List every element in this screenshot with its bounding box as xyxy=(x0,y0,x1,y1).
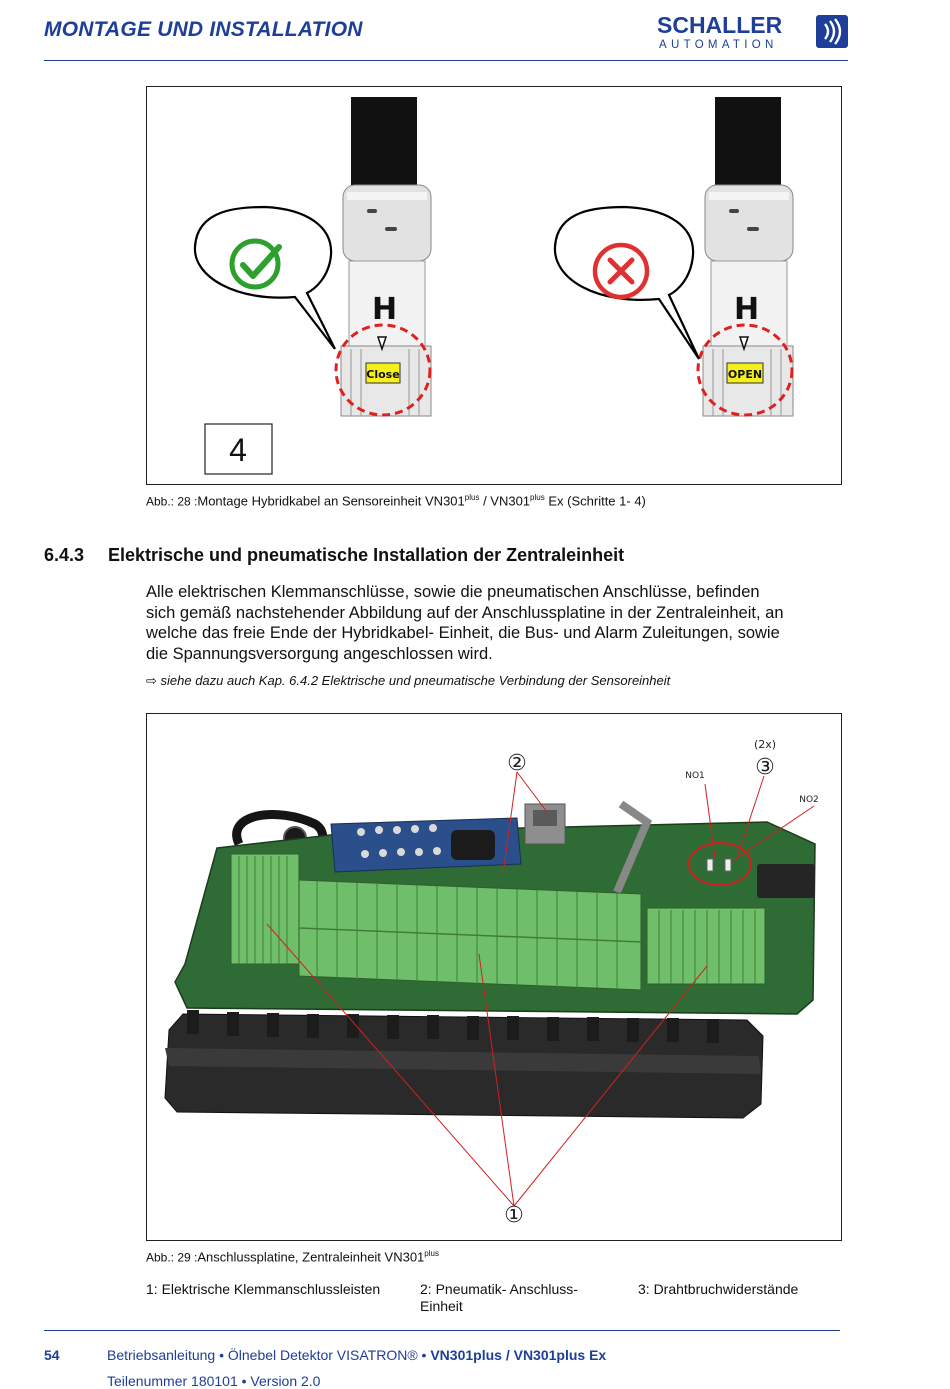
footer-prefix: Betriebsanleitung • Ölnebel Detektor VIS… xyxy=(107,1347,431,1363)
chapter-reference-link[interactable]: ⇨ siehe dazu auch Kap. 6.4.2 Elektrische… xyxy=(146,673,671,688)
highlight-circle-left-icon xyxy=(334,323,432,417)
connector-open: H OPEN xyxy=(696,97,794,417)
figure-29-illustration: ② (2x) ③ NO1 NO2 ① xyxy=(164,738,819,1228)
footer-line-2: Teilenummer 180101 • Version 2.0 xyxy=(107,1373,321,1389)
caption-28-sup-b: plus xyxy=(530,493,545,502)
section-title: Elektrische und pneumatische Installatio… xyxy=(108,545,625,565)
caption-28-sup-a: plus xyxy=(464,493,480,502)
step-box xyxy=(204,423,273,475)
figure-29-caption: Abb.: 29 :Anschlussplatine, Zentraleinhe… xyxy=(146,1249,439,1264)
label-no2: NO2 xyxy=(799,795,819,805)
legend-item-2: 2: Pneumatik- Anschluss- Einheit xyxy=(420,1281,578,1315)
callout-2: ② xyxy=(507,751,527,776)
callout-3-count: (2x) xyxy=(754,738,776,751)
section-number: 6.4.3 xyxy=(44,545,85,565)
logo-badge-icon xyxy=(816,15,848,48)
marker-arrow-left-icon xyxy=(376,336,388,352)
caption-28-label: Abb.: 28 : xyxy=(146,494,198,509)
step-number: 4 xyxy=(229,432,247,468)
section-paragraph: Alle elektrischen Klemmanschlüsse, sowie… xyxy=(146,582,846,664)
figure-28-caption: Abb.: 28 :Montage Hybridkabel an Sensore… xyxy=(146,493,646,508)
caption-29-text: Anschlussplatine, Zentraleinheit VN301 xyxy=(197,1249,425,1265)
legend-item-2-line2: Einheit xyxy=(420,1298,463,1314)
footer-product-b: VN301plus Ex xyxy=(513,1347,607,1363)
footer-divider xyxy=(44,1330,840,1331)
callout-1: ① xyxy=(504,1203,524,1228)
terminal-strip-middle xyxy=(298,879,642,991)
label-no1: NO1 xyxy=(685,771,705,781)
marker-arrow-right-icon xyxy=(738,336,750,352)
terminal-strip-right xyxy=(646,907,766,985)
logo-word: SCHALLER xyxy=(657,12,783,38)
terminal-strip-left xyxy=(230,853,300,965)
caption-28-text-a: Montage Hybridkabel an Sensoreinheit VN3… xyxy=(197,493,465,509)
marker-h-right: H xyxy=(734,292,759,327)
page-header-title: MONTAGE UND INSTALLATION xyxy=(44,18,363,41)
legend-item-1: 1: Elektrische Klemmanschlussleisten xyxy=(146,1281,381,1297)
footer-sep: / xyxy=(501,1347,514,1363)
paragraph-line: welche das freie Ende der Hybridkabel- E… xyxy=(146,624,780,642)
figure-28-illustration: H Close H OPEN xyxy=(193,97,794,475)
check-circle-icon xyxy=(229,238,281,290)
figure-28-frame: H Close H OPEN xyxy=(146,86,842,485)
page-number: 54 xyxy=(44,1347,60,1363)
speech-bubble-ok xyxy=(193,205,336,350)
paragraph-line: Alle elektrischen Klemmanschlüsse, sowie… xyxy=(146,583,760,601)
footer-line-1: Betriebsanleitung • Ölnebel Detektor VIS… xyxy=(107,1347,606,1363)
caption-29-label: Abb.: 29 : xyxy=(146,1250,198,1265)
legend-item-3: 3: Drahtbruchwiderstände xyxy=(638,1281,799,1297)
label-close: Close xyxy=(366,368,399,381)
highlight-circle-right-icon xyxy=(696,323,794,417)
cross-icon xyxy=(607,257,635,285)
callout-leader-lines xyxy=(266,771,815,1207)
error-circle-icon xyxy=(592,242,650,300)
header-divider xyxy=(44,60,848,61)
paragraph-line: die Spannungsversorgung angeschlossen wi… xyxy=(146,644,493,663)
paragraph-line: sich gemäß nachstehender Abbildung auf d… xyxy=(146,603,784,622)
figure-29-frame: ② (2x) ③ NO1 NO2 ① xyxy=(146,713,842,1241)
callout-3: ③ xyxy=(755,755,775,780)
schaller-logo: SCHALLER AUTOMATION xyxy=(657,12,848,51)
marker-h-left: H xyxy=(372,292,397,327)
logo-sub: AUTOMATION xyxy=(659,39,778,51)
caption-28-text-b: / VN301 xyxy=(479,493,531,509)
check-icon xyxy=(240,244,282,279)
connector-closed: H Close xyxy=(334,97,432,417)
caption-28-text-c: Ex (Schritte 1- 4) xyxy=(544,493,646,509)
legend-item-2-line1: 2: Pneumatik- Anschluss- xyxy=(420,1281,578,1297)
footer-product-a: VN301plus xyxy=(430,1347,502,1363)
label-open: OPEN xyxy=(728,368,762,381)
caption-29-sup: plus xyxy=(424,1249,439,1258)
speech-bubble-error xyxy=(553,205,700,360)
resistor-highlight-icon xyxy=(688,842,752,886)
